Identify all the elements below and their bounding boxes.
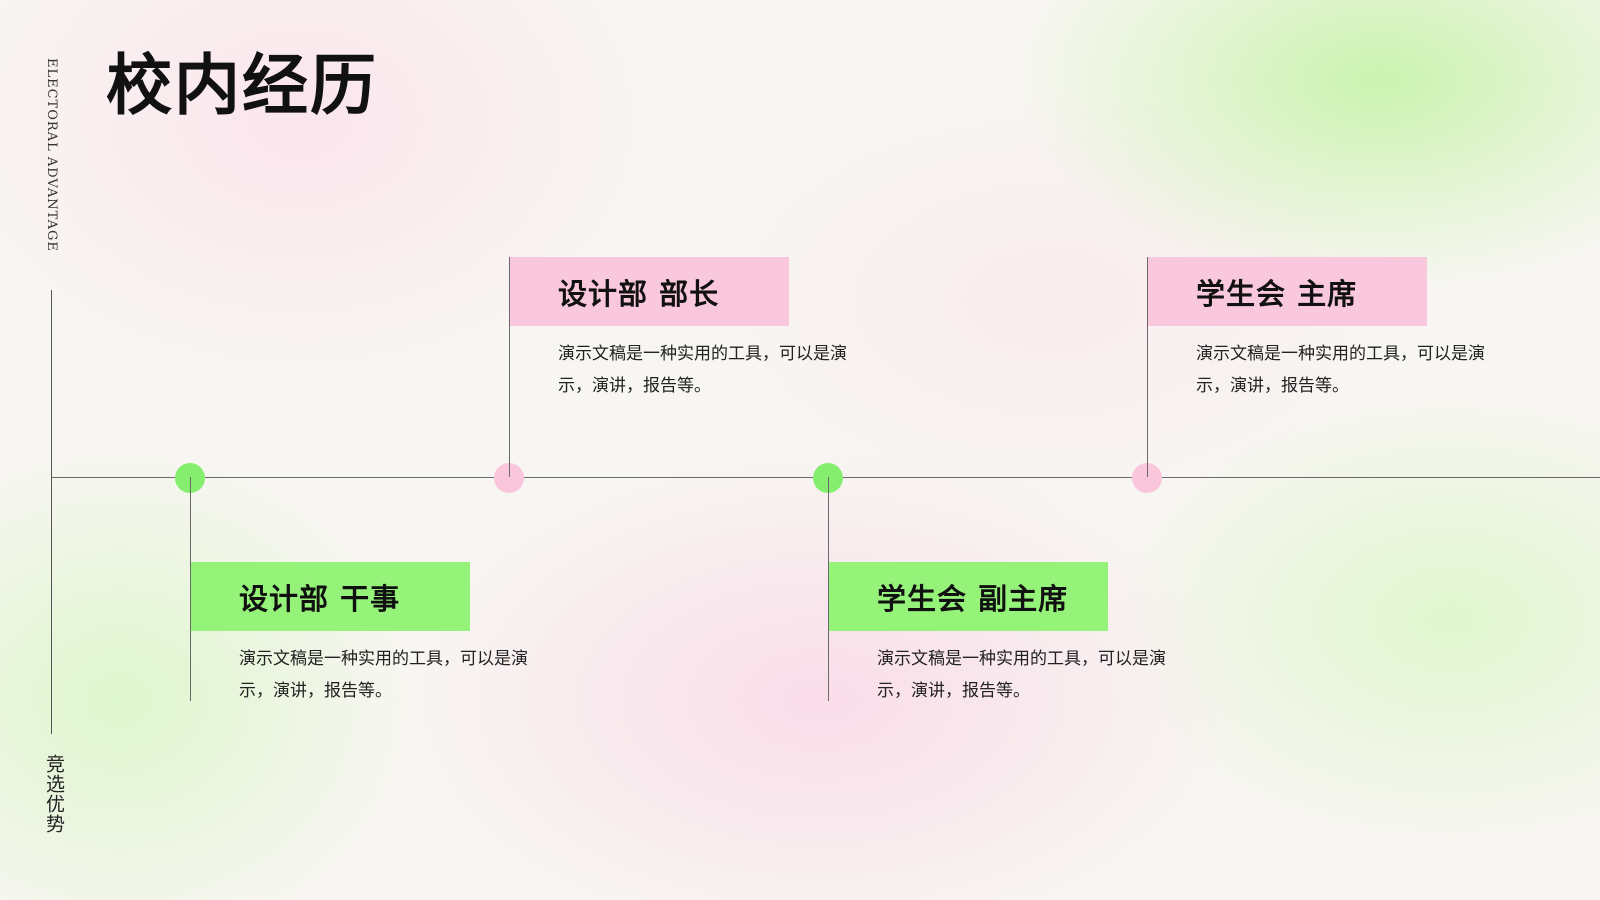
side-chinese-label: 竞选优势 xyxy=(43,754,65,834)
timeline-item-3-title: 学生会 主席 xyxy=(1148,257,1427,326)
timeline-stem-1 xyxy=(509,257,510,477)
page-title: 校内经历 xyxy=(106,46,378,124)
timeline-stem-3 xyxy=(1147,257,1148,477)
timeline-item-2-title: 学生会 副主席 xyxy=(829,562,1108,631)
timeline-item-1-description: 演示文稿是一种实用的工具，可以是演示，演讲，报告等。 xyxy=(558,344,847,396)
timeline-item-3-description: 演示文稿是一种实用的工具，可以是演示，演讲，报告等。 xyxy=(1196,344,1485,396)
timeline-item-2-description: 演示文稿是一种实用的工具，可以是演示，演讲，报告等。 xyxy=(877,649,1166,701)
timeline-item-0-description: 演示文稿是一种实用的工具，可以是演示，演讲，报告等。 xyxy=(239,649,528,701)
side-english-label: ELECTORAL ADVANTAGE xyxy=(44,58,59,252)
side-divider-line xyxy=(51,290,52,734)
timeline-item-1-title: 设计部 部长 xyxy=(510,257,789,326)
timeline-item-0-title: 设计部 干事 xyxy=(191,562,470,631)
timeline-stem-2 xyxy=(828,477,829,701)
timeline-stem-0 xyxy=(190,477,191,701)
